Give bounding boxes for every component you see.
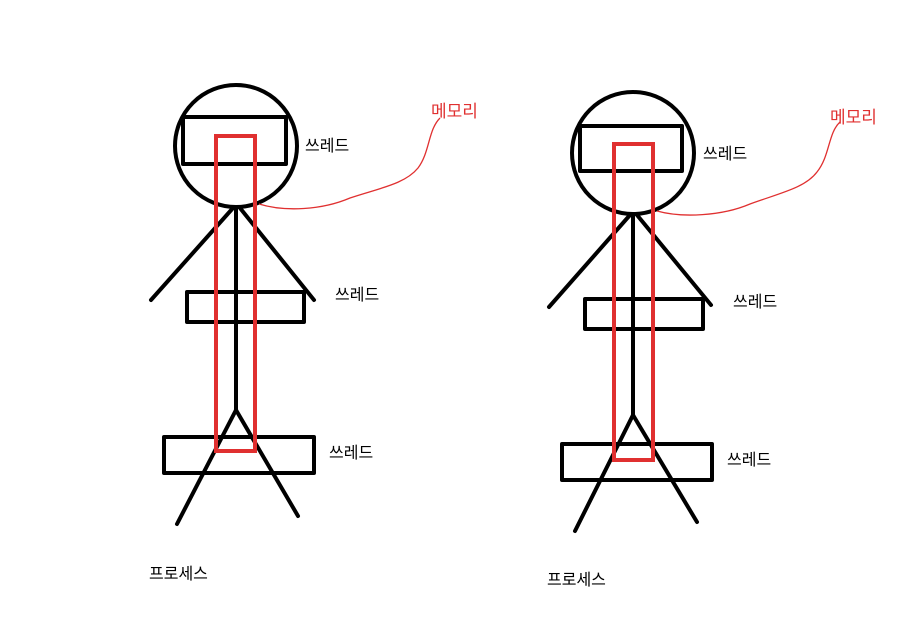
memory-pointer-curve-1: [258, 117, 441, 210]
process-label-1: 프로세스: [149, 564, 208, 583]
process-right-leg-1: [234, 408, 300, 518]
process-right-arm-2: [635, 213, 713, 307]
process-right-leg-2: [631, 413, 699, 524]
process-head-2: [570, 90, 696, 216]
process-figure-1: 쓰레드 쓰레드 쓰레드 메모리 프로세스: [149, 83, 478, 583]
thread-label-middle-1: 쓰레드: [335, 285, 379, 304]
memory-label-2: 메모리: [830, 108, 877, 128]
process-head-1: [173, 83, 299, 209]
memory-pointer-curve-2: [656, 121, 841, 216]
thread-label-middle-2: 쓰레드: [733, 292, 777, 311]
process-figure-2: 쓰레드 쓰레드 쓰레드 메모리 프로세스: [547, 90, 877, 589]
process-left-leg-2: [573, 413, 635, 533]
process-left-leg-1: [175, 408, 238, 526]
memory-box-1: [214, 134, 257, 453]
thread-label-top-2: 쓰레드: [703, 144, 747, 163]
memory-box-2: [612, 142, 655, 462]
process-right-arm-1: [238, 206, 316, 302]
memory-label-1: 메모리: [431, 102, 478, 122]
thread-label-bottom-2: 쓰레드: [727, 450, 771, 469]
thread-box-middle-2: [583, 297, 705, 331]
thread-label-top-1: 쓰레드: [305, 136, 349, 155]
process-label-2: 프로세스: [547, 570, 606, 589]
thread-box-middle-1: [185, 290, 306, 324]
thread-box-bottom-1: [162, 435, 316, 475]
process-left-arm-2: [547, 213, 632, 309]
thread-box-top-2: [578, 124, 684, 173]
thread-label-bottom-1: 쓰레드: [329, 443, 373, 462]
thread-box-bottom-2: [560, 442, 714, 482]
thread-box-top-1: [181, 115, 288, 166]
process-left-arm-1: [149, 206, 235, 302]
